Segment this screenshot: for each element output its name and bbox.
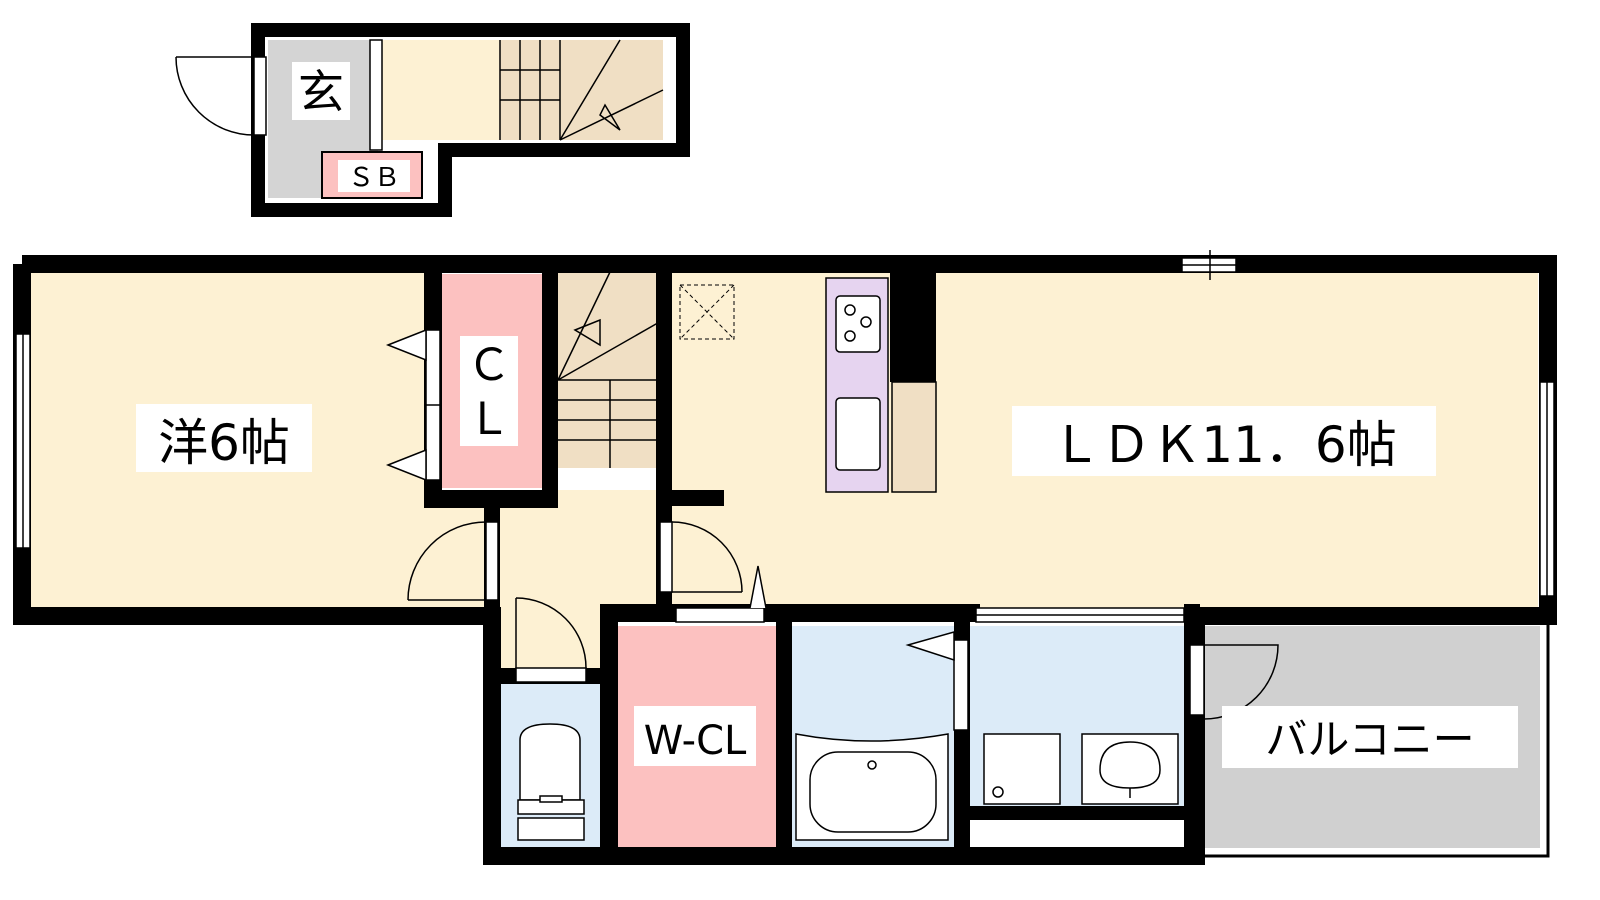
closet-label-l: Ｌ — [467, 394, 511, 445]
genkan-partition — [369, 39, 383, 151]
bathtub-icon — [795, 733, 949, 841]
stairs-lower-lines — [557, 271, 664, 468]
shoebox-label-bg — [338, 160, 410, 192]
ldk-label: ＬＤＫ11．6帖 — [1051, 416, 1396, 474]
balcony-label: バルコニー — [1265, 715, 1474, 764]
walk-in-closet-label-bg — [634, 706, 756, 766]
western-room-label-bg — [136, 404, 312, 472]
sink-icon — [835, 397, 881, 471]
balcony-rail — [1196, 618, 1550, 858]
shoebox-label: ＳＢ — [348, 163, 400, 193]
entrance-block: 玄 ＳＢ — [175, 23, 690, 217]
stairs-upper-lines — [499, 39, 664, 141]
corridor-floor-2 — [500, 490, 600, 680]
stairs-upper — [500, 40, 663, 140]
washbasin-icon — [1081, 733, 1179, 805]
closet-label-bg — [460, 336, 518, 446]
genkan-label: 玄 — [298, 65, 344, 119]
entrance-wall — [251, 23, 690, 217]
windows — [15, 250, 1555, 623]
closet-doors-icon — [385, 328, 441, 482]
balcony-label-bg — [1222, 706, 1518, 768]
closet-label-c: Ｃ — [467, 340, 511, 391]
ldk-label-bg — [1012, 406, 1436, 476]
main-floor: 洋6帖 Ｃ Ｌ ＬＤＫ11．6帖 W-CL バルコニー — [13, 250, 1557, 865]
door-icons — [407, 521, 1279, 731]
western-room-label: 洋6帖 — [158, 414, 290, 472]
refrigerator-space-icon — [679, 284, 735, 340]
washing-machine-icon — [983, 733, 1061, 805]
genkan-label-bg — [292, 62, 350, 120]
toilet-icon — [517, 723, 585, 841]
entrance-door-icon — [175, 56, 267, 136]
stove-icon — [835, 295, 881, 353]
walk-in-closet-label: W-CL — [644, 718, 747, 764]
kitchen-counter — [825, 277, 937, 493]
